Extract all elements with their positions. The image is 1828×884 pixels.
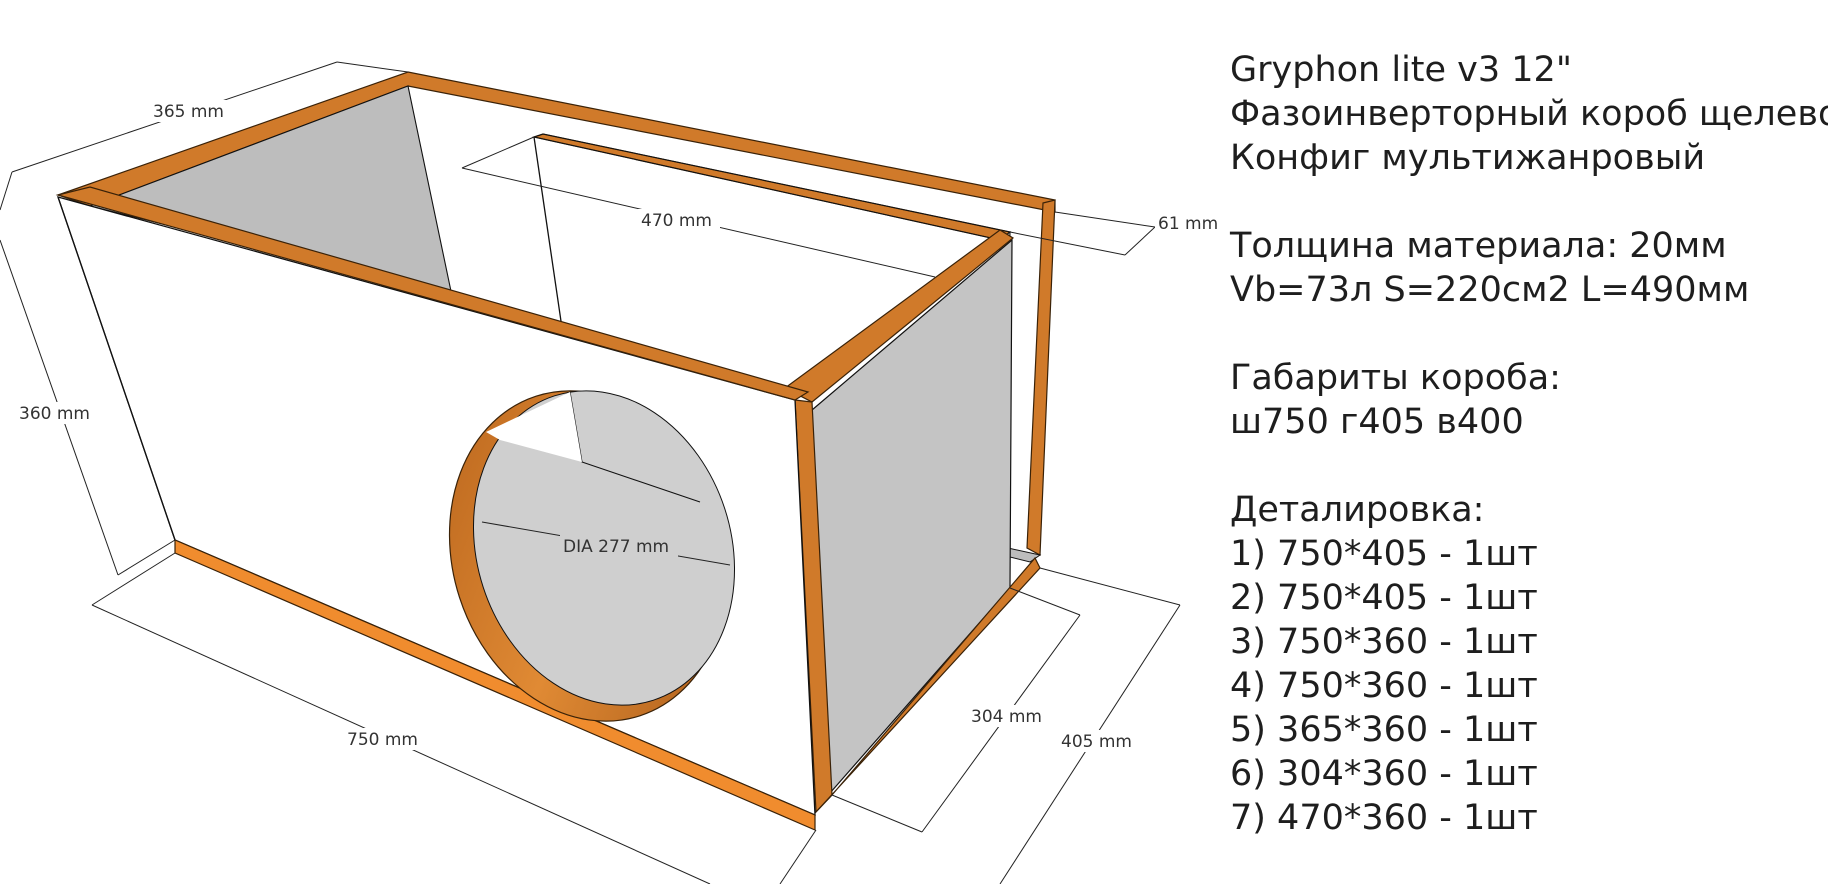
dimension-labels: 365 mm 470 mm 61 mm 360 mm 750 mm DIA 27… — [16, 100, 1225, 752]
dim-label-front-width: 750 mm — [347, 730, 418, 750]
dim-label-height: 360 mm — [19, 404, 90, 424]
part-item: 7) 470*360 - 1шт — [1230, 798, 1538, 838]
right-side-panel — [783, 229, 1041, 814]
spec-dims-value: ш750 г405 в400 — [1230, 402, 1524, 442]
spec-parts-header: Деталировка: — [1230, 490, 1485, 530]
spacer — [1230, 444, 1828, 488]
dim-label-driver-dia: DIA 277 mm — [563, 537, 669, 557]
spec-type: Фазоинверторный короб щелевой — [1230, 94, 1828, 134]
part-item: 2) 750*405 - 1шт — [1230, 578, 1538, 618]
spacer — [1230, 180, 1828, 224]
dim-label-top-depth: 365 mm — [153, 102, 224, 122]
spec-params: Vb=73л S=220см2 L=490мм — [1230, 270, 1750, 310]
dim-label-inner-width: 470 mm — [641, 211, 712, 231]
spec-config: Конфиг мультижанровый — [1230, 138, 1706, 178]
part-item: 4) 750*360 - 1шт — [1230, 666, 1538, 706]
dim-label-outer-depth: 405 mm — [1061, 732, 1132, 752]
spec-notes: Gryphon lite v3 12" Фазоинверторный коро… — [1230, 48, 1828, 840]
spec-thickness: Толщина материала: 20мм — [1230, 226, 1727, 266]
part-item: 1) 750*405 - 1шт — [1230, 534, 1538, 574]
part-item: 3) 750*360 - 1шт — [1230, 622, 1538, 662]
part-item: 5) 365*360 - 1шт — [1230, 710, 1538, 750]
part-item: 6) 304*360 - 1шт — [1230, 754, 1538, 794]
dim-label-inner-depth: 304 mm — [971, 707, 1042, 727]
dim-label-slot-width: 61 mm — [1158, 214, 1218, 234]
spec-dims-header: Габариты короба: — [1230, 358, 1561, 398]
spec-title: Gryphon lite v3 12" — [1230, 50, 1572, 90]
spacer — [1230, 312, 1828, 356]
